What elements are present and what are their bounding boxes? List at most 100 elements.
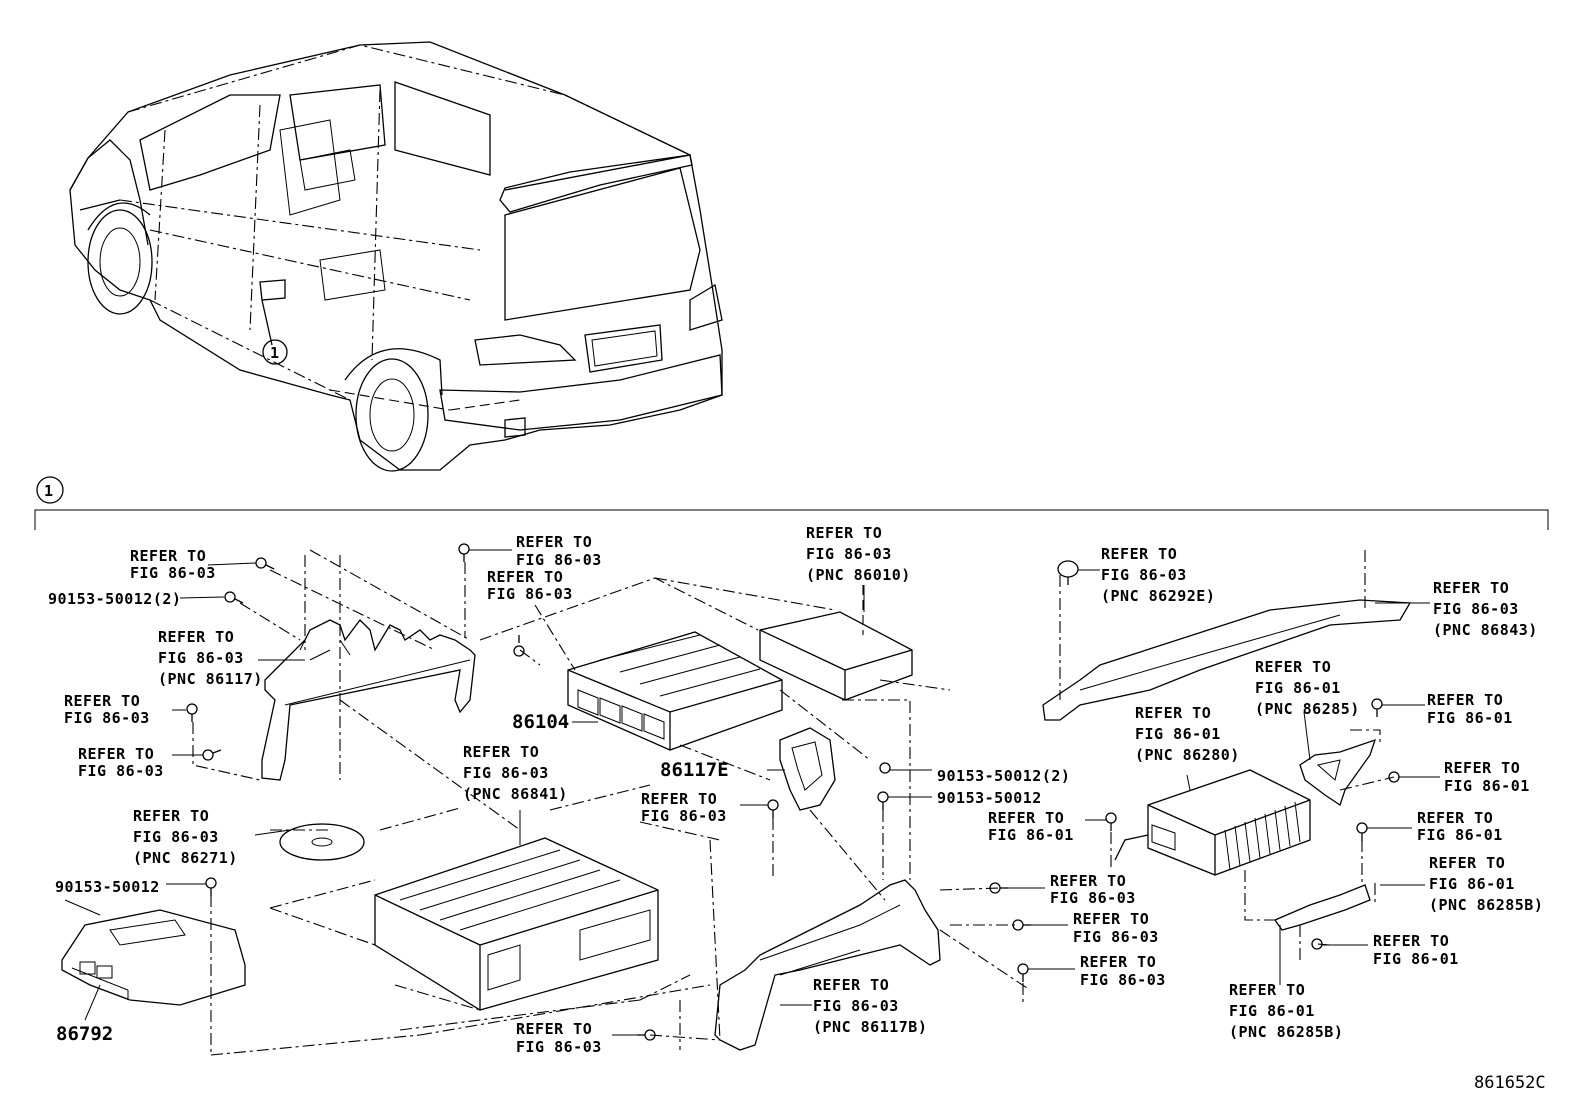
bolt-icon (205, 877, 217, 896)
refer-label-c1-line2: FIG 86-03 (806, 545, 892, 563)
refer-label-b2-line2: FIG 86-03 (487, 585, 573, 603)
refer-label-g2-line1: REFER TO (1427, 691, 1503, 709)
part-labels: REFER TO FIG 86-03 90153-50012(2) REFER … (48, 524, 1546, 1093)
refer-label-f1-line1: REFER TO (1101, 545, 1177, 563)
refer-label-b2-line1: REFER TO (487, 568, 563, 586)
refer-label-g9-line2: FIG 86-01 (1229, 1002, 1315, 1020)
refer-label-f1-line3: (PNC 86292E) (1101, 587, 1215, 605)
amplifier-86841 (374, 837, 659, 1011)
amplifier-86280 (1114, 769, 1311, 876)
refer-label-g5-line2: FIG 86-01 (988, 826, 1074, 844)
refer-label-g1-line3: (PNC 86285) (1255, 700, 1360, 718)
bolt-icon (513, 635, 525, 657)
vehicle-illustration: 1 (69, 41, 723, 472)
refer-label-e1-line3: (PNC 86271) (133, 849, 238, 867)
refer-label-g7-line1: REFER TO (1429, 854, 1505, 872)
refer-label-h4-line3: (PNC 86117B) (813, 1018, 927, 1036)
refer-label-d1-line2: FIG 86-03 (463, 764, 549, 782)
bracket-86117b (709, 839, 941, 1051)
bolt-icon (202, 749, 222, 761)
amplifier-86104 (567, 631, 783, 751)
refer-label-f2-line1: REFER TO (1433, 579, 1509, 597)
bolt-icon (224, 591, 244, 604)
refer-label-g4-line2: FIG 86-01 (1444, 777, 1530, 795)
refer-label-a3-line3: (PNC 86117) (158, 670, 263, 688)
bolt-icon (1057, 560, 1079, 585)
refer-label-g7-line3: (PNC 86285B) (1429, 896, 1543, 914)
refer-label-d1-line3: (PNC 86841) (463, 785, 568, 803)
callout-marker-vehicle: 1 (270, 344, 280, 362)
part-number-86792: 86792 (56, 1023, 113, 1045)
refer-label-g7-line2: FIG 86-01 (1429, 875, 1515, 893)
refer-label-h4-line2: FIG 86-03 (813, 997, 899, 1015)
refer-label-h1-line2: FIG 86-03 (1050, 889, 1136, 907)
refer-label-g2-line2: FIG 86-01 (1427, 709, 1513, 727)
refer-label-f2-line2: FIG 86-03 (1433, 600, 1519, 618)
refer-label-b1-line1: REFER TO (516, 533, 592, 551)
figure-code: 861652C (1474, 1073, 1546, 1093)
trim-86292e (1042, 550, 1412, 721)
bolt-icon (1017, 963, 1029, 982)
refer-label-d2-line2: FIG 86-03 (641, 807, 727, 825)
unit-86792 (61, 909, 246, 1006)
bolt-icon (1371, 698, 1383, 717)
refer-label-h3-line1: REFER TO (1080, 953, 1156, 971)
refer-label-h4-line1: REFER TO (813, 976, 889, 994)
refer-label-a5-line2: FIG 86-03 (78, 762, 164, 780)
refer-label-a4-line1: REFER TO (64, 692, 140, 710)
refer-label-h1-line1: REFER TO (1050, 872, 1126, 890)
refer-label-g6-line1: REFER TO (1417, 809, 1493, 827)
callout-frame: 1 (34, 476, 1549, 530)
bracket-86117e (779, 727, 886, 901)
refer-label-g4-line1: REFER TO (1444, 759, 1520, 777)
part-number-86104: 86104 (512, 711, 569, 733)
bolt-icon (458, 543, 470, 562)
disc-86271 (279, 823, 365, 861)
refer-label-c1-line3: (PNC 86010) (806, 566, 911, 584)
refer-label-g1-line1: REFER TO (1255, 658, 1331, 676)
refer-label-d2-line1: REFER TO (641, 790, 717, 808)
receiver-86010 (759, 585, 913, 701)
part-number-90153-c4: 90153-50012(2) (937, 767, 1070, 785)
refer-label-g8-line2: FIG 86-01 (1373, 950, 1459, 968)
refer-label-a3-line1: REFER TO (158, 628, 234, 646)
refer-label-h3-line2: FIG 86-03 (1080, 971, 1166, 989)
bolt-icon (879, 762, 891, 774)
refer-label-g3-line2: FIG 86-01 (1135, 725, 1221, 743)
bracket-86117 (261, 555, 476, 781)
leader-lines (64, 549, 1440, 1036)
refer-label-f1-line2: FIG 86-03 (1101, 566, 1187, 584)
part-number-86117e: 86117E (660, 759, 729, 781)
refer-label-a1-line1: REFER TO (130, 547, 206, 565)
bolt-icon (186, 703, 198, 722)
refer-label-e1-line2: FIG 86-03 (133, 828, 219, 846)
refer-label-a4-line2: FIG 86-03 (64, 709, 150, 727)
bolt-icon (767, 799, 779, 818)
refer-label-a5-line1: REFER TO (78, 745, 154, 763)
bolt-icon (1105, 812, 1117, 831)
refer-label-g9-line1: REFER TO (1229, 981, 1305, 999)
refer-label-g8-line1: REFER TO (1373, 932, 1449, 950)
refer-label-c1-line1: REFER TO (806, 524, 882, 542)
refer-label-b1-line2: FIG 86-03 (516, 551, 602, 569)
refer-label-f2-line3: (PNC 86843) (1433, 621, 1538, 639)
refer-label-g1-line2: FIG 86-01 (1255, 679, 1341, 697)
refer-label-g3-line1: REFER TO (1135, 704, 1211, 722)
bolt-icon (877, 791, 889, 810)
refer-label-g9-line3: (PNC 86285B) (1229, 1023, 1343, 1041)
refer-label-g6-line2: FIG 86-01 (1417, 826, 1503, 844)
refer-label-h2-line2: FIG 86-03 (1073, 928, 1159, 946)
refer-label-h5-line2: FIG 86-03 (516, 1038, 602, 1056)
part-number-90153-a2: 90153-50012(2) (48, 590, 181, 608)
refer-label-d1-line1: REFER TO (463, 743, 539, 761)
part-number-90153-e2: 90153-50012 (55, 878, 160, 896)
refer-label-g5-line1: REFER TO (988, 809, 1064, 827)
refer-label-h5-line1: REFER TO (516, 1020, 592, 1038)
refer-label-g3-line3: (PNC 86280) (1135, 746, 1240, 764)
callout-marker-detail: 1 (44, 482, 54, 500)
refer-label-h2-line1: REFER TO (1073, 910, 1149, 928)
bolt-icon (1356, 822, 1368, 841)
assembly-lines (192, 549, 1395, 1056)
bracket-86285 (1299, 738, 1377, 807)
